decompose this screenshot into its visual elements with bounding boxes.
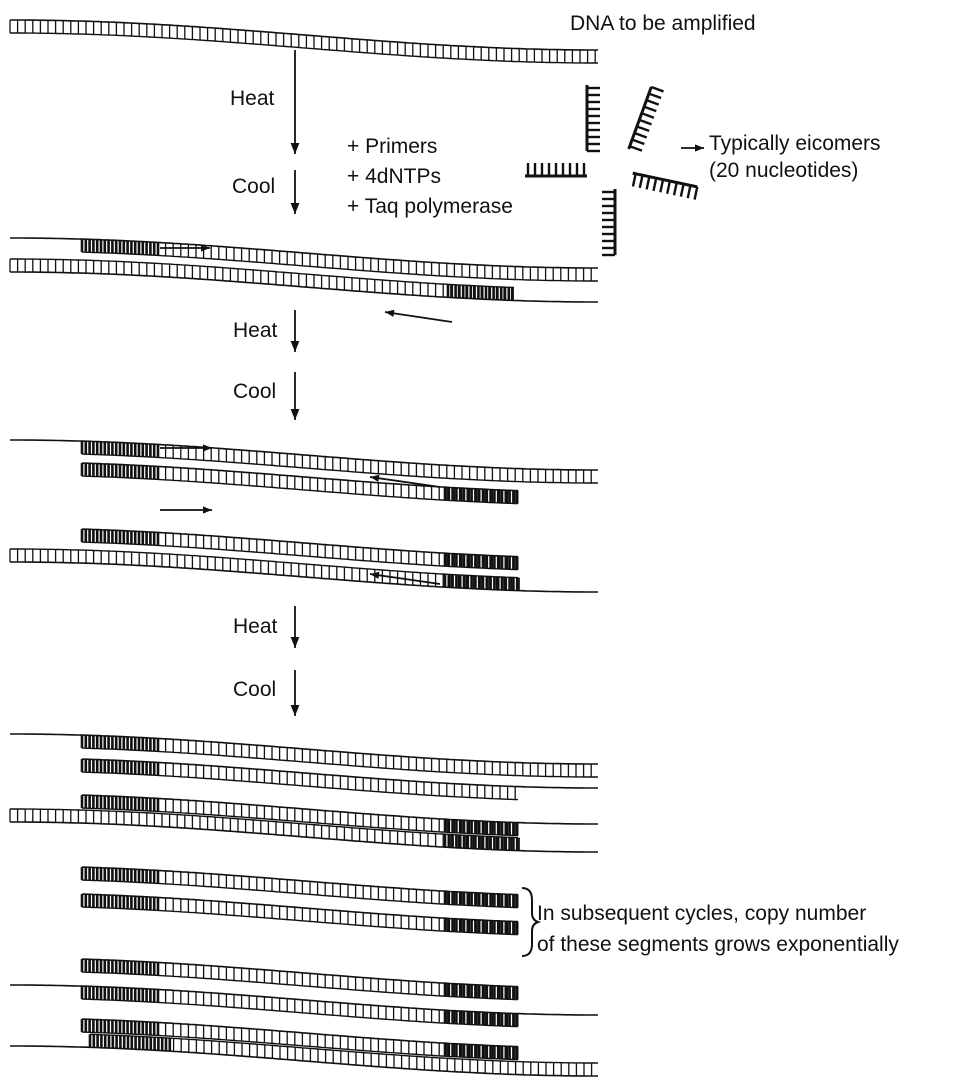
heat-arrow-2 <box>291 310 300 352</box>
strand-c3-3 <box>82 795 598 836</box>
primer-note-line1: Typically eicomers <box>709 131 881 156</box>
exponential-brace <box>522 888 538 956</box>
heat-label-3: Heat <box>233 614 277 639</box>
primer-comb-5 <box>602 189 615 255</box>
cool-label-3: Cool <box>233 677 276 702</box>
primer-note-line2: (20 nucleotides) <box>709 158 858 183</box>
reagent-primers: + Primers <box>347 134 437 159</box>
heat-arrow-3 <box>291 606 300 648</box>
cool-arrow-3 <box>291 670 300 716</box>
extension-arrow-c1-top <box>160 244 210 251</box>
cool-label-1: Cool <box>232 174 275 199</box>
reagent-dntps: + 4dNTPs <box>347 164 441 189</box>
cool-label-2: Cool <box>233 379 276 404</box>
extension-arrow-c1-bottom <box>385 310 452 322</box>
heat-label-2: Heat <box>233 318 277 343</box>
strand-c2-b <box>82 463 518 504</box>
cool-arrow-1 <box>291 170 300 214</box>
heat-arrow-1 <box>291 50 300 154</box>
exponential-note-line1: In subsequent cycles, copy number <box>537 901 866 926</box>
dna-label: DNA to be amplified <box>570 11 756 36</box>
primer-note-arrow <box>681 144 704 151</box>
reagent-taq: + Taq polymerase <box>347 194 513 219</box>
primer-comb-4 <box>630 173 697 199</box>
primer-comb-1 <box>587 85 600 151</box>
extension-arrow-c2-c <box>160 506 212 513</box>
strand-original-dna <box>10 20 598 63</box>
primer-comb-2 <box>629 87 664 153</box>
cool-arrow-2 <box>291 372 300 420</box>
heat-label-1: Heat <box>230 86 274 111</box>
exponential-note-line2: of these segments grows exponentially <box>537 932 899 957</box>
primer-comb-3 <box>525 163 587 176</box>
